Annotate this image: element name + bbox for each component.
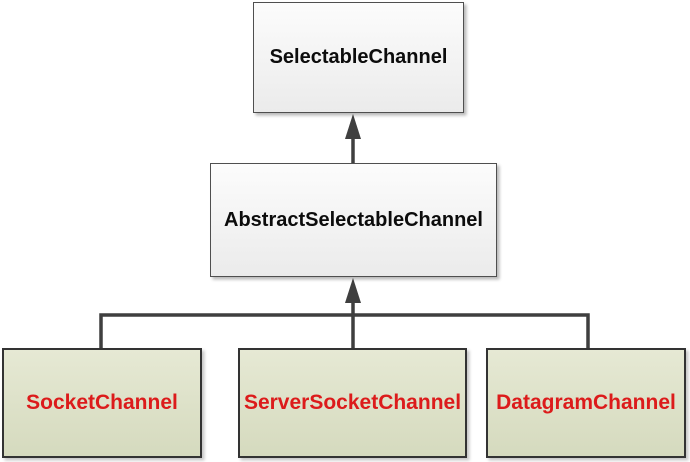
node-label: SelectableChannel [269, 46, 448, 68]
node-label: AbstractSelectableChannel [224, 208, 483, 231]
node-datagram-channel: DatagramChannel [486, 348, 686, 458]
node-label: ServerSocketChannel [243, 391, 462, 414]
node-abstract-selectable-channel: AbstractSelectableChannel [210, 163, 497, 277]
arrowhead-up-icon [345, 114, 361, 139]
node-label: DatagramChannel [496, 391, 676, 414]
inheritance-arrow-abstract-to-selectable [345, 114, 361, 163]
node-server-socket-channel: ServerSocketChannel [238, 348, 467, 458]
node-socket-channel: SocketChannel [2, 348, 202, 458]
node-label: SocketChannel [26, 391, 178, 414]
inheritance-connector-children-to-abstract [99, 278, 590, 348]
arrowhead-up-icon [345, 278, 361, 303]
node-selectable-channel: SelectableChannel [253, 2, 464, 113]
